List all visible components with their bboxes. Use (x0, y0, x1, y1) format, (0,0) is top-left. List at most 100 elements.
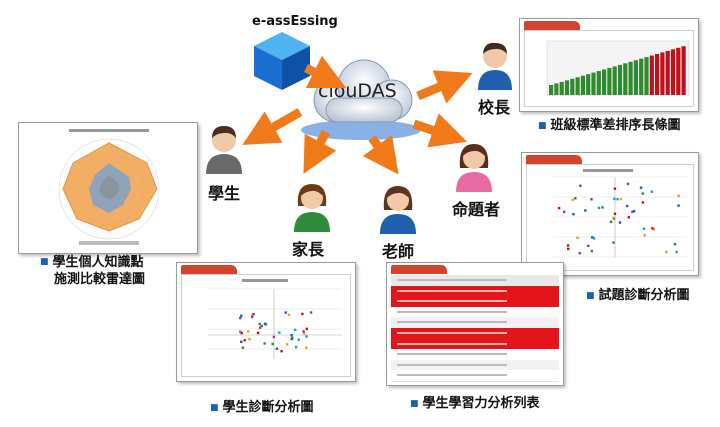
scatter-point (246, 330, 250, 333)
parent-icon (294, 184, 330, 232)
scatter-point (574, 197, 577, 200)
radar-area-gray (99, 175, 119, 199)
class-bar-chart-thumbnail (519, 18, 699, 112)
scatter-point (616, 197, 619, 201)
scatter-point (601, 206, 604, 209)
bar-mark (681, 46, 686, 95)
scatter-point (297, 338, 300, 341)
bar-mark (670, 49, 676, 95)
scatter-point (576, 236, 579, 240)
principal-icon (478, 42, 512, 90)
scatter-point (305, 346, 308, 349)
scatter-point (651, 227, 654, 230)
bar-mark (602, 69, 607, 95)
class-bar-chart (546, 40, 690, 96)
scatter-point (609, 220, 613, 224)
item-writer-icon (456, 144, 492, 192)
scatter-point (665, 250, 668, 254)
scatter-point (571, 198, 574, 201)
learning-table-thumbnail (386, 262, 564, 386)
scatter-point (241, 346, 245, 349)
scatter-point (613, 197, 616, 201)
scatter-point (275, 347, 279, 350)
scatter-point (250, 315, 254, 319)
arrow-to-parent (303, 129, 337, 174)
bar-mark (655, 54, 660, 95)
scatter-point (592, 237, 596, 240)
bar-mark (575, 77, 580, 95)
bullet-icon: ■ (40, 257, 49, 267)
scatter-point (240, 314, 243, 317)
scatter-point (243, 339, 246, 342)
scatter-point (252, 313, 255, 316)
scatter-point (641, 192, 645, 195)
item-scatter-thumbnail (521, 152, 699, 276)
parent-label: 家長 (292, 240, 325, 259)
scatter-point (675, 250, 678, 254)
arrow-to-principal (416, 70, 473, 104)
cloud-icon (301, 59, 421, 140)
scatter-point (673, 242, 677, 246)
scatter-point (566, 244, 570, 247)
scatter-point (258, 322, 261, 326)
scatter-point (579, 184, 582, 188)
thumbnail-tab (526, 155, 582, 164)
radar-chart (58, 129, 160, 245)
thumbnail-tab (524, 21, 580, 30)
bar-mark (554, 83, 559, 95)
scatter-point (271, 342, 274, 346)
student-scatter-chart (208, 279, 342, 359)
bar-mark (665, 50, 670, 95)
scatter-point (290, 337, 293, 341)
student-label: 學生 (208, 184, 241, 203)
scatter-point (305, 335, 308, 338)
radar-chart-thumbnail (18, 122, 198, 254)
scatter-point (613, 187, 617, 190)
bar-mark (591, 72, 596, 95)
scatter-point (239, 316, 242, 320)
scatter-point (584, 209, 587, 212)
scatter-point (639, 186, 643, 189)
bullet-icon: ■ (210, 402, 219, 413)
bar-mark (559, 81, 564, 95)
class-chart-caption: ■班級標準差排序長條圖 (538, 118, 681, 133)
scatter-point (302, 330, 305, 333)
scatter-point (280, 349, 283, 353)
scatter-point (642, 227, 646, 230)
thumbnail-tab (391, 265, 447, 274)
bar-mark (570, 78, 575, 95)
bar-mark (564, 80, 570, 95)
scatter-point (619, 197, 623, 201)
learning-table-caption: ■學生學習力分析列表 (410, 396, 540, 411)
scatter-point (303, 332, 306, 335)
scatter-point (590, 249, 594, 253)
scatter-point (263, 342, 266, 345)
scatter-point (278, 331, 281, 334)
student-scatter-caption: ■學生診斷分析圖 (210, 400, 314, 415)
scatter-point (590, 198, 593, 201)
bullet-icon: ■ (538, 120, 547, 131)
scatter-point (572, 212, 575, 216)
scatter-point (618, 221, 622, 224)
table-row (391, 370, 559, 382)
scatter-point (652, 228, 656, 231)
arrow-to-item-writer (412, 113, 468, 148)
scatter-point (258, 326, 262, 329)
logo-text: e-assEssing (252, 14, 338, 29)
bar-mark (649, 55, 654, 95)
principal-label: 校長 (478, 98, 511, 117)
item-scatter-chart (553, 169, 687, 258)
bar-mark (549, 85, 554, 95)
scatter-point (239, 330, 242, 333)
bar-mark (623, 63, 628, 95)
scatter-point (301, 312, 304, 316)
bar-mark (586, 74, 591, 95)
scatter-point (260, 324, 263, 328)
thumbnail-tab (181, 265, 237, 274)
bar-mark (628, 61, 633, 95)
scatter-point (557, 206, 561, 210)
bar-mark (676, 47, 681, 95)
scatter-point (272, 335, 276, 339)
scatter-point (631, 210, 634, 213)
scatter-point (285, 343, 289, 346)
